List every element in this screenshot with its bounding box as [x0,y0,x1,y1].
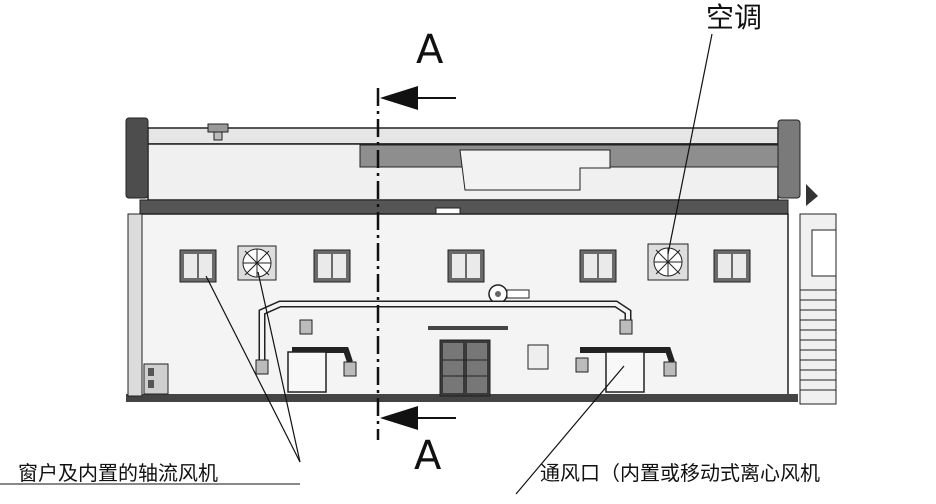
door-canopy [428,326,508,330]
eave-band [139,199,789,215]
vent-label: 通风口（内置或移动式离心风机 [540,461,820,485]
roof-opening [459,149,611,191]
leader-window-fan-2 [257,271,301,463]
valve-left-1 [299,319,313,335]
main-door [439,339,491,397]
exterior-stairs [799,213,837,405]
wall-panel [527,344,549,370]
equipment-box-left [287,351,327,393]
valve-right-3 [663,361,677,377]
left-wall-edge [127,213,143,397]
air-conditioner-unit [647,243,689,281]
side-fan [806,184,818,206]
window-fan-label: 窗户及内置的轴流风机 [18,461,218,485]
duct-left-branch [292,347,353,363]
section-label-bottom: A [414,433,442,479]
ground-line [126,394,798,402]
section-arrow-top [380,86,456,110]
roof-vent-stem [213,131,223,141]
left-chimney [125,117,149,199]
window-4 [579,249,617,283]
roof-parapet [147,127,779,145]
roof-vent [207,123,229,133]
duct-main-fill [260,302,630,360]
section-arrow-bottom [380,406,456,430]
section-label-top: A [416,27,444,73]
valve-right-1 [619,319,633,335]
valve-left-2 [255,359,269,375]
air-conditioner-label: 空调 [706,1,763,34]
valve-right-2 [575,357,589,373]
leader-vent [515,365,625,495]
electric-cabinet [143,363,169,395]
window-5 [713,249,751,283]
right-chimney [777,119,801,199]
window-1 [179,249,217,283]
leader-ac [667,33,713,255]
valve-left-3 [343,361,357,377]
window-2 [313,249,351,283]
equipment-box-right [605,351,645,393]
duct-right-branch [580,347,675,363]
axial-fan-left [237,245,277,281]
leader-window-fan-1 [205,275,301,463]
window-3 [447,249,485,283]
